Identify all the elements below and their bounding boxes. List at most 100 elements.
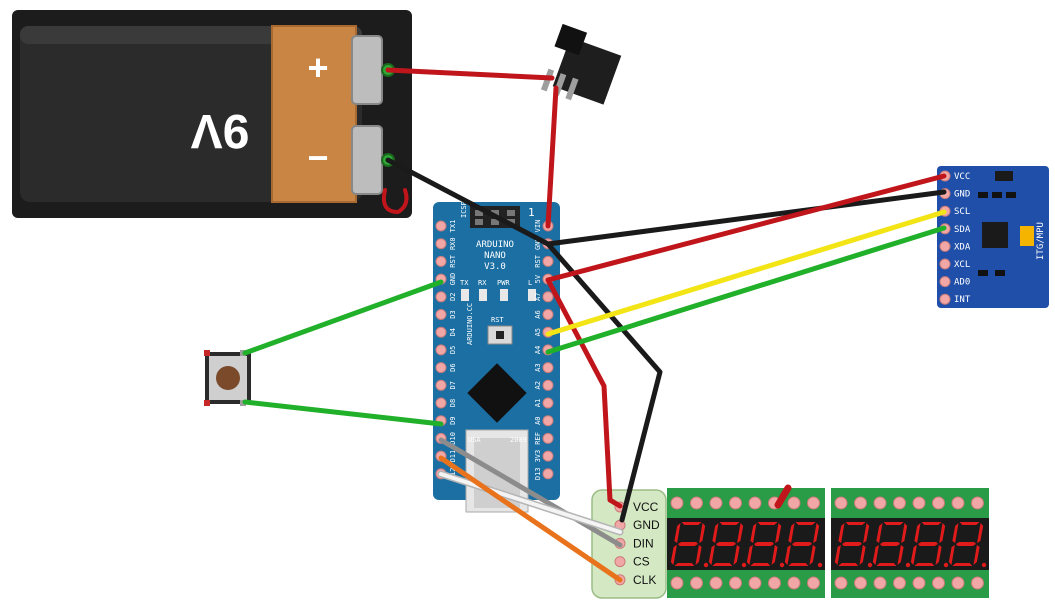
segment-e	[948, 545, 955, 565]
wire-battery-minus-loop[interactable]	[381, 188, 409, 214]
arduino-pin-d5[interactable]	[435, 344, 447, 356]
wire-d10-display-cs[interactable]	[438, 437, 623, 548]
segment-c	[695, 545, 702, 565]
arduino-pin-d2[interactable]	[435, 291, 447, 303]
display-module-pin	[787, 576, 801, 590]
arduino-pin-label: D12	[449, 467, 457, 480]
segment-g	[880, 542, 900, 546]
wire-5v-display-vcc[interactable]	[545, 277, 623, 509]
led-label-tx: TX	[460, 279, 469, 287]
arduino-pin-d3[interactable]	[435, 309, 447, 320]
seven-segment-digit: 8	[670, 522, 709, 568]
mpu-pin-xda[interactable]	[939, 240, 951, 252]
segment-d	[838, 563, 859, 566]
seven-segment-digit: 8	[910, 522, 949, 568]
wire-switch-vin[interactable]	[545, 85, 559, 229]
icsp-label: ICSP	[460, 201, 468, 218]
display-module-pin	[748, 576, 762, 590]
arduino-pin-tx1[interactable]	[435, 220, 447, 232]
segment-g	[918, 542, 938, 546]
segment-d	[674, 563, 695, 566]
wire-a5-mpu-scl[interactable]	[545, 209, 947, 337]
battery-plus-symbol: +	[307, 47, 328, 88]
slide-switch[interactable]	[540, 23, 622, 105]
segment-b	[775, 523, 782, 543]
mpu-pin-label: XCL	[954, 260, 970, 270]
display-module-pin	[709, 496, 723, 510]
segment-e	[708, 545, 715, 565]
arduino-pin-rst[interactable]	[435, 255, 447, 267]
arduino-pin-d6[interactable]	[435, 362, 447, 374]
arduino-name-line2: NANO	[484, 251, 506, 261]
segment-f	[674, 523, 681, 543]
arduino-pin-a7[interactable]	[542, 291, 554, 303]
segment-c	[897, 545, 904, 565]
segment-e	[670, 545, 677, 565]
display-pin-label: CS	[633, 555, 650, 569]
decimal-point	[741, 562, 747, 568]
display-module-pin	[729, 576, 742, 590]
arduino-pin-label: D2	[449, 293, 457, 301]
seven-segment-digit: 8	[708, 522, 747, 568]
mpu-pin-label: SCL	[954, 207, 970, 217]
display-pin-cs[interactable]	[614, 556, 626, 568]
decimal-point	[703, 562, 709, 568]
push-button[interactable]	[204, 350, 251, 406]
display-module-pin	[951, 496, 965, 510]
decimal-point	[905, 562, 911, 568]
arduino-pin-a0[interactable]	[542, 415, 554, 427]
battery-minus-symbol: −	[307, 137, 328, 178]
status-leds: TX RX PWR L	[460, 279, 536, 301]
arduino-pin-ref[interactable]	[542, 432, 554, 444]
wire-display-jumper	[774, 484, 792, 509]
display-module-pin	[834, 576, 848, 590]
arduino-pin-a1[interactable]	[542, 397, 554, 409]
arduino-pin-d7[interactable]	[435, 379, 447, 391]
arduino-pin-3v3[interactable]	[542, 450, 554, 462]
arduino-pin-a6[interactable]	[542, 309, 554, 320]
display-module-pin	[748, 496, 762, 510]
arduino-pin-label: D3	[449, 310, 457, 318]
mpu-pin-int[interactable]	[939, 293, 951, 305]
arduino-pin-label: D9	[449, 416, 457, 424]
arduino-pin-d8[interactable]	[435, 397, 447, 409]
segment-g	[956, 542, 976, 546]
segment-f	[788, 523, 795, 543]
arduino-pin-a3[interactable]	[542, 362, 554, 374]
segment-b	[939, 523, 946, 543]
segment-a	[719, 522, 740, 525]
display-module-pin	[690, 496, 703, 510]
wire-arduino-gnd-mpu-gnd[interactable]	[545, 189, 947, 247]
arduino-pin-d4[interactable]	[435, 326, 447, 338]
wire-d9-pushbutton[interactable]	[242, 399, 444, 427]
segment-f	[914, 523, 921, 543]
wire-gnd-pushbutton[interactable]	[242, 279, 444, 356]
wire-battery-plus-switch[interactable]	[385, 67, 555, 81]
arduino-pin-a2[interactable]	[542, 379, 554, 391]
year-label: 2009	[510, 436, 527, 444]
segment-g	[842, 542, 862, 546]
wire-d13-display-clk[interactable]	[438, 455, 623, 583]
segment-a	[845, 522, 866, 525]
atmega-chip	[467, 363, 527, 423]
led-label-l: L	[528, 279, 532, 287]
arduino-pin-label: A3	[534, 363, 542, 371]
arduino-pin-label: A2	[534, 381, 542, 389]
arduino-pin-rx0[interactable]	[435, 238, 447, 250]
arduino-pin-rst[interactable]	[542, 255, 554, 267]
arduino-reset-button[interactable]	[487, 325, 513, 345]
mpu-pin-xcl[interactable]	[939, 258, 951, 270]
mpu-pin-label: XDA	[954, 242, 971, 252]
wire-battery-minus-display-gnd[interactable]	[385, 157, 663, 523]
led-label-pwr: PWR	[497, 279, 510, 287]
wire-5v-mpu-vcc[interactable]	[545, 173, 947, 283]
arduino-pin-label: A6	[534, 310, 542, 318]
display-module-pin	[971, 576, 984, 590]
arduino-pin-d13[interactable]	[542, 468, 554, 480]
arduino-pin-label: VIN	[534, 220, 542, 233]
decimal-point	[981, 562, 987, 568]
mpu-pin-ad0[interactable]	[939, 276, 951, 288]
wire-a4-mpu-sda[interactable]	[545, 225, 947, 355]
